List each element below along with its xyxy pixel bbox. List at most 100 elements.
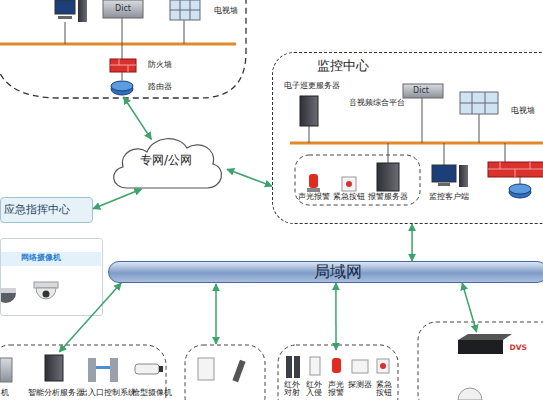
monitoring-center: 监控中心电子巡更服务器音视频综合平台电视墙声光报警紧急按钮报警服务器 监控客户端 — [272, 52, 543, 224]
dome-camera-icon — [0, 282, 58, 303]
wire — [65, 22, 66, 44]
node-label: 网络摄像机 — [21, 254, 61, 263]
sensor-node: 红外入侵 — [304, 350, 324, 398]
sensor-node: 声光报警 — [326, 350, 346, 398]
device-label: Dict — [413, 87, 429, 95]
monitor-wall: 电视墙 — [455, 88, 535, 118]
network-link — [411, 224, 413, 261]
node-label: 声光报警 — [298, 193, 330, 202]
title-strip — [1, 252, 101, 266]
node-label: 监控客户端 — [425, 193, 473, 202]
alarm-device: 紧急按钮 — [333, 170, 365, 202]
camera-box: 网络摄像机 — [0, 238, 103, 316]
node-label: 防火墙 — [148, 61, 172, 70]
pc-icon — [55, 0, 87, 22]
node-label: 应急指挥中心 — [4, 204, 70, 217]
device-node: 智能分析服务器 — [28, 352, 80, 398]
node-label: 专网/公网 — [105, 154, 227, 168]
node-label: 局域网 — [314, 263, 362, 281]
ir-beam-icon — [294, 356, 300, 378]
server-icon — [300, 96, 318, 126]
network-cloud: 专网/公网 — [105, 132, 227, 194]
monitor-wall: 电视墙 — [168, 2, 238, 22]
siren-icon — [332, 358, 341, 373]
dvs-icon — [458, 334, 512, 354]
link-line — [215, 284, 217, 344]
detector-icon — [352, 360, 368, 373]
node-label: 电视墙 — [511, 107, 535, 116]
ir-sensor-icon — [310, 357, 320, 375]
network-link — [124, 97, 152, 139]
node-label: 声光报警 — [328, 381, 344, 398]
dvs-node: DVS — [455, 332, 527, 358]
node-label: 探测器 — [348, 381, 372, 390]
node-label: 路由器 — [148, 83, 172, 92]
network-link — [335, 283, 337, 350]
sensor-node: 红外对射 — [282, 350, 302, 398]
node-label: DVS — [510, 344, 527, 353]
device-label: Dict — [115, 5, 131, 13]
wire — [388, 143, 389, 163]
wire — [505, 143, 506, 162]
server-node: 报警服务器 — [366, 160, 410, 202]
node-label: 红外对射 — [284, 381, 300, 398]
sensor-node: 紧急按钮 — [374, 350, 394, 398]
bus-line — [0, 43, 236, 46]
dome-camera-icon — [458, 388, 482, 400]
platform-icon — [403, 84, 443, 98]
wire — [444, 143, 445, 165]
router: 路由器 — [110, 79, 172, 97]
wire — [184, 20, 185, 44]
wire — [309, 126, 310, 143]
monitor-wall-icon — [460, 92, 498, 114]
wire — [479, 114, 480, 143]
network-link — [93, 189, 142, 209]
network-link — [59, 283, 121, 352]
node-label: 出入口控制系统 — [80, 389, 136, 398]
wire — [122, 18, 123, 44]
node-label: 紧急按钮 — [333, 193, 365, 202]
server-icon — [45, 355, 63, 381]
server-icon — [103, 0, 143, 18]
button-icon — [342, 177, 356, 191]
router-icon — [111, 81, 133, 95]
group-outline — [295, 155, 420, 205]
node-label: 监控中心 — [317, 59, 369, 74]
wire — [422, 98, 423, 143]
firewall: 防火墙 — [110, 58, 172, 74]
monitor-wall-icon — [170, 0, 200, 20]
card-reader-icon — [198, 358, 214, 380]
server-node: 电子巡更服务器 — [284, 82, 354, 128]
node-label: 电视墙 — [214, 7, 238, 16]
alarm-device: 声光报警 — [298, 170, 330, 202]
node-label: 紧急按钮 — [376, 381, 392, 398]
network-link — [227, 169, 272, 186]
firewall-icon — [110, 59, 136, 72]
device-label: 机 — [1, 389, 9, 397]
group-outline — [185, 345, 265, 400]
node-label: 智能分析服务器 — [28, 389, 84, 398]
node-label: 报警服务器 — [366, 193, 410, 202]
region-outline — [0, 0, 246, 98]
button-icon — [377, 359, 389, 373]
platform-node: 音视频综合平台 — [345, 82, 445, 108]
node-label: 枪型摄像机 — [132, 389, 172, 398]
client-node: 监控客户端 — [425, 162, 473, 202]
device-icon — [0, 358, 12, 382]
firewall-icon — [488, 162, 543, 177]
ir-beam-icon — [286, 356, 292, 378]
device-node: 出入口控制系统 — [80, 352, 134, 398]
gate-icon — [88, 358, 118, 382]
command-center: 应急指挥中心 — [0, 197, 93, 223]
node-label: 红外入侵 — [306, 381, 322, 398]
device-node: 枪型摄像机 — [132, 352, 172, 398]
bullet-camera-icon — [135, 364, 163, 374]
pc-icon — [432, 165, 468, 187]
node-label: 电子巡更服务器 — [284, 82, 340, 91]
group-outline — [418, 322, 543, 400]
router-icon — [509, 184, 531, 198]
lan-band: 局域网 — [108, 261, 543, 283]
group-outline — [278, 345, 398, 400]
sensor-icon — [232, 360, 245, 383]
